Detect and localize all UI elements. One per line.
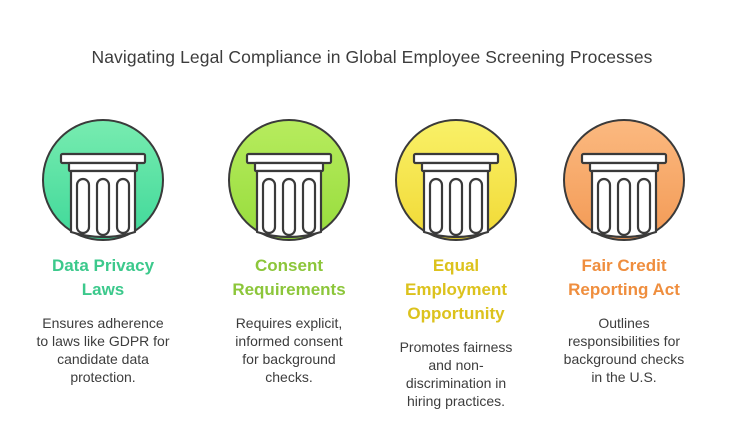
pillar-description: Promotes fairness and non- discriminatio…: [399, 339, 513, 409]
column-icon: [395, 119, 517, 241]
pillar-consent-requirements: Consent Requirements Requires explicit, …: [199, 116, 379, 386]
diagram-title: Navigating Legal Compliance in Global Em…: [91, 47, 653, 67]
column-icon: [228, 119, 350, 241]
pillar-description: Ensures adherence to laws like GDPR for …: [36, 315, 170, 385]
pillar-heading: Fair Credit Reporting Act: [568, 256, 680, 299]
pillar-heading: Consent Requirements: [232, 256, 346, 299]
pillar-data-privacy-laws: Data Privacy Laws Ensures adherence to l…: [13, 116, 193, 386]
pillar-heading: Equal Employment Opportunity: [404, 256, 508, 323]
pillar-heading: Data Privacy Laws: [51, 256, 155, 299]
pillar-equal-employment-opportunity: Equal Employment Opportunity Promotes fa…: [366, 116, 546, 410]
pillar-fair-credit-reporting-act: Fair Credit Reporting Act Outlines respo…: [534, 116, 714, 386]
column-icon: [42, 119, 164, 241]
pillar-description: Outlines responsibilities for background…: [563, 315, 685, 385]
pillar-description: Requires explicit, informed consent for …: [235, 315, 343, 385]
column-icon: [563, 119, 685, 241]
